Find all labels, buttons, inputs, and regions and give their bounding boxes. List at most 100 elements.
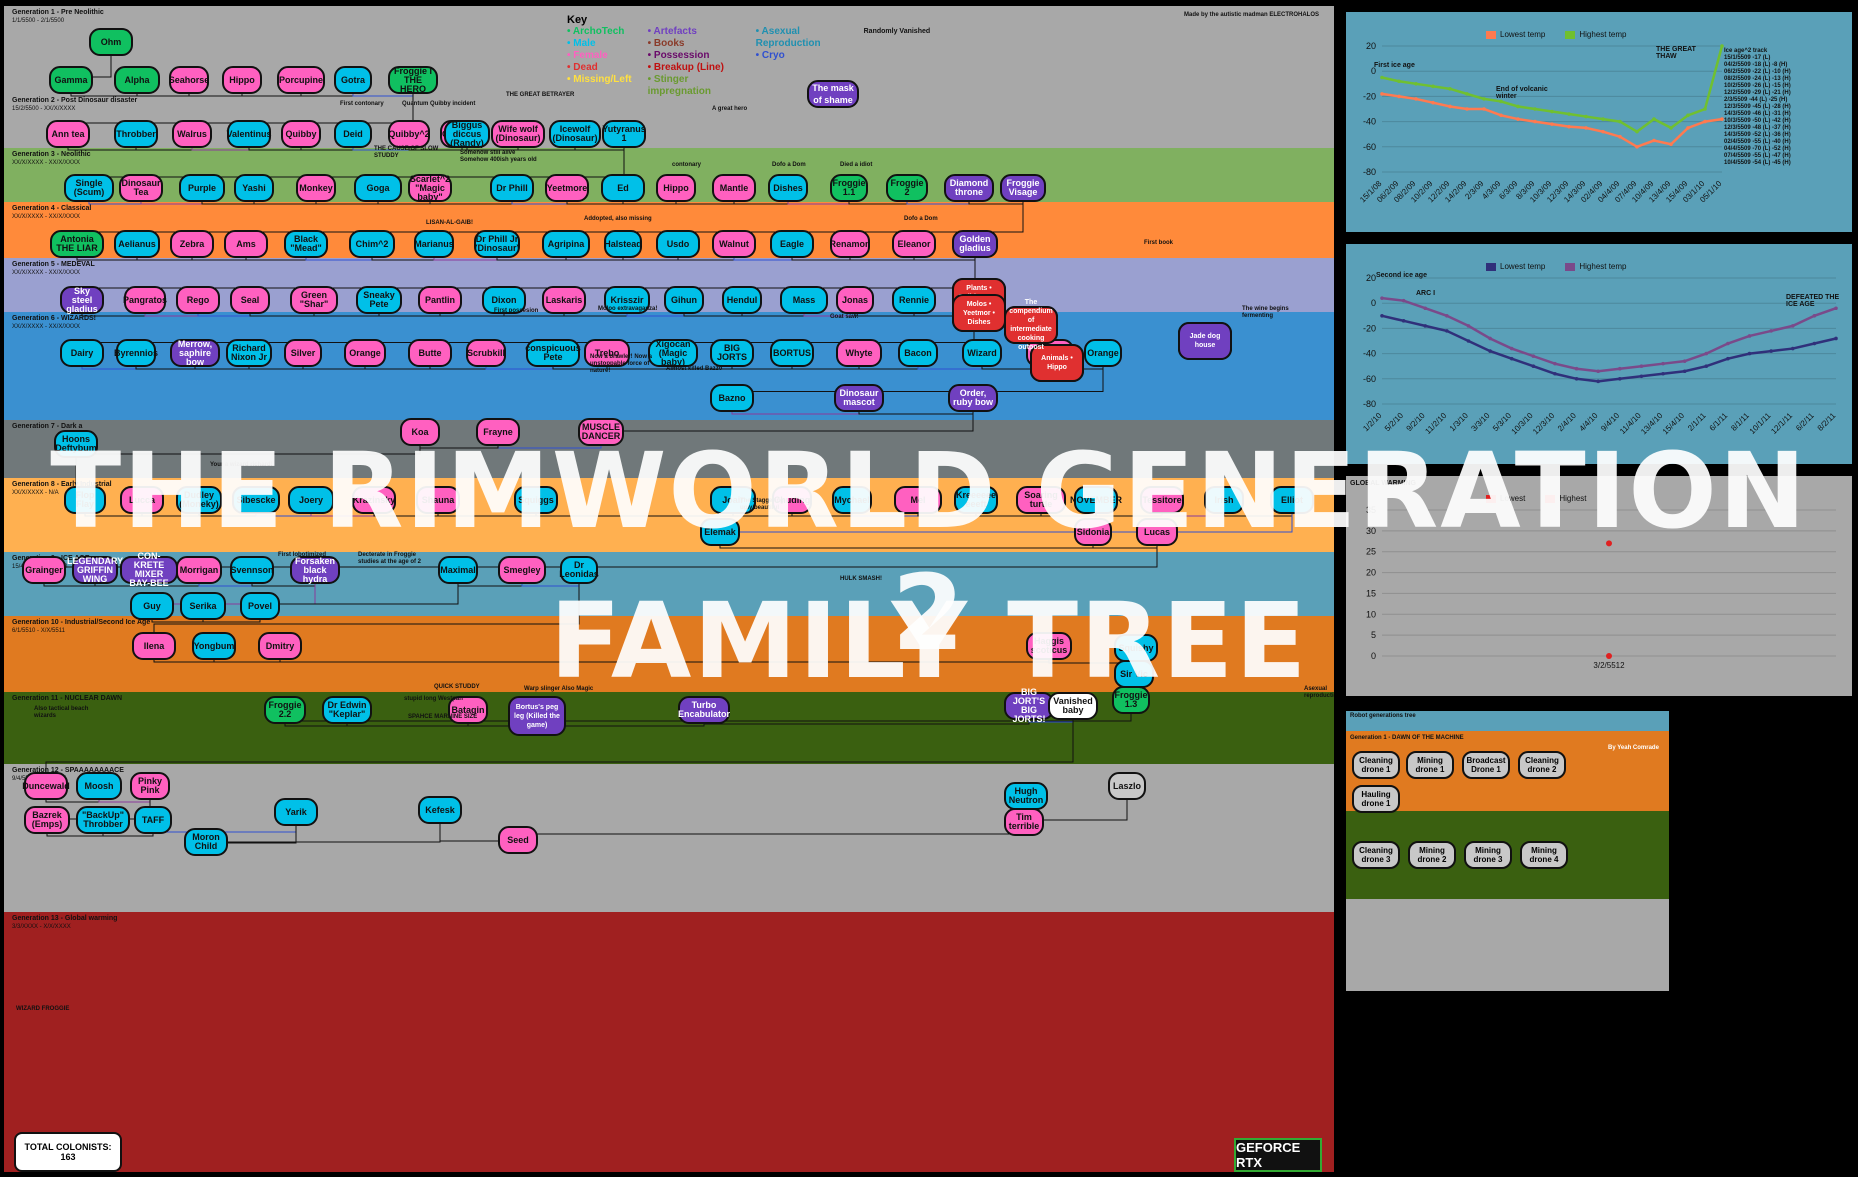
key-item: • Cryo: [755, 50, 785, 61]
colonist-node: Pantlin: [418, 286, 462, 314]
colonist-node: Halstead: [604, 230, 642, 258]
data-point: [1618, 366, 1622, 371]
x-tick-label: 11/4/10: [1618, 411, 1643, 436]
colonist-node: Vanished baby: [1048, 692, 1098, 720]
robot-node: Hauling drone 1: [1352, 785, 1400, 813]
data-point: [1567, 124, 1571, 129]
annotation-note: Also tactical beach wizards: [34, 706, 89, 719]
y-tick-label: 10: [1366, 609, 1376, 619]
colonist-node: Sky steel gladius: [60, 286, 104, 314]
track-row: 04/4/5509 -70 (L) -52 (H): [1724, 146, 1791, 152]
colonist-node: Bazrek (Emps): [24, 806, 70, 834]
colonist-node: Squishy: [1114, 634, 1158, 662]
data-point: [1704, 351, 1709, 356]
colonist-node: Krazinsky: [352, 486, 396, 514]
annotation-note: Dofo a Dom: [904, 216, 938, 222]
colonist-node: Dixon: [482, 286, 526, 314]
y-tick-label: -20: [1363, 323, 1376, 333]
colonist-node: Whyte: [836, 339, 882, 367]
colonist-node: Seal: [230, 286, 270, 314]
colonist-node: Bazno: [710, 384, 754, 412]
colonist-node: CON-KRETE MIXER BAY-BEE: [120, 552, 178, 588]
data-point: [1488, 349, 1492, 353]
colonist-node: Pangratos: [123, 286, 167, 314]
data-point: [1703, 107, 1707, 111]
data-point: [1423, 324, 1428, 328]
relation-line: [279, 632, 1050, 663]
annotation-note: Goat saw!: [830, 314, 859, 320]
colonist-node: Byrennios: [114, 339, 158, 367]
colonist-node: Chuding: [772, 486, 812, 514]
data-point: [1553, 361, 1557, 366]
colonist-node: Dinosaur Tea: [119, 174, 163, 202]
annotation-note: SPAHCE MARNINE SIZE: [408, 714, 478, 720]
data-point: [1584, 114, 1588, 119]
relation-line: [719, 518, 1094, 549]
colonist-node: Valentinus: [227, 120, 272, 148]
colonist-node: Ed: [601, 174, 645, 202]
generation-label: Generation 11 - NUCLEAR DAWN: [12, 695, 123, 702]
data-point: [1618, 134, 1622, 139]
key-column: • Asexual Reproduction• Cryo: [756, 26, 848, 98]
colonist-node: Wizard: [962, 339, 1002, 367]
track-row: 12/2/5509 -29 (L) -21 (H): [1724, 90, 1791, 96]
key-item: • ArchoTech: [567, 26, 625, 37]
colonist-node: Order, ruby bow: [948, 384, 998, 412]
colonist-node: Hippo: [656, 174, 696, 202]
data-point: [1703, 119, 1707, 124]
relation-line: [517, 782, 1027, 854]
colonist-node: Seed: [498, 826, 538, 854]
data-point: [1574, 366, 1579, 371]
data-point: [1445, 329, 1449, 333]
data-point: [1686, 126, 1690, 130]
y-tick-label: -40: [1363, 349, 1376, 359]
annotation-note: Died a idiot: [840, 162, 873, 168]
relation-line: [600, 412, 974, 432]
relation-line: [153, 584, 580, 632]
data-point: [1639, 364, 1644, 368]
colonist-node: Frayne: [476, 418, 520, 446]
colonist-node: Smegley: [498, 556, 546, 584]
data-point: [1790, 346, 1795, 351]
data-point: [1567, 112, 1571, 116]
colonist-node: Xigocan (Magic baby): [648, 339, 698, 367]
chart-annotation: First ice age: [1374, 62, 1415, 69]
colonist-node: Single (Scum): [64, 174, 114, 202]
colonist-node: Froggie Visage: [1000, 174, 1046, 202]
relation-line: [75, 458, 86, 489]
chart-svg: 200-20-40-60-8015/1/0806/2/0908/2/0910/2…: [1358, 41, 1724, 204]
colonist-node: Dr Phill: [490, 174, 534, 202]
data-point: [1380, 314, 1384, 318]
data-point: [1401, 298, 1406, 303]
legend-entry: Lowest temp: [1486, 30, 1545, 39]
data-point: [1414, 97, 1418, 101]
data-point: [1482, 107, 1486, 111]
colonist-node: Froggie 1.3: [1112, 686, 1150, 714]
chart-annotation: THE GREAT THAW: [1656, 46, 1696, 60]
colonist-node: Guy: [130, 592, 174, 620]
colonist-node: Yongbum: [192, 632, 236, 660]
robot-node: Mining drone 1: [1406, 751, 1454, 779]
colonist-node: Joery: [288, 486, 334, 514]
relation-line: [205, 796, 441, 856]
relation-line: [719, 514, 1293, 533]
data-point: [1669, 142, 1673, 147]
data-point: [1380, 92, 1384, 96]
y-tick-label: -80: [1363, 399, 1376, 409]
data-point: [1448, 104, 1452, 109]
data-point: [1414, 82, 1418, 86]
annotation-note: THE GREAT BETRAYER: [506, 92, 575, 98]
robot-node: Mining drone 2: [1408, 841, 1456, 869]
track-row: 10/3/5509 -50 (L) -42 (H): [1724, 118, 1791, 124]
relation-line: [704, 692, 1030, 725]
track-row: 06/2/5509 -22 (L) -10 (H): [1724, 69, 1791, 75]
colonist-node: BIG JORTS: [710, 339, 754, 367]
track-row: 14/3/5509 -46 (L) -31 (H): [1724, 111, 1791, 117]
generation-label: Generation 10 - Industrial/Second Ice Ag…: [12, 619, 151, 634]
colonist-node: Svennson: [230, 556, 274, 584]
